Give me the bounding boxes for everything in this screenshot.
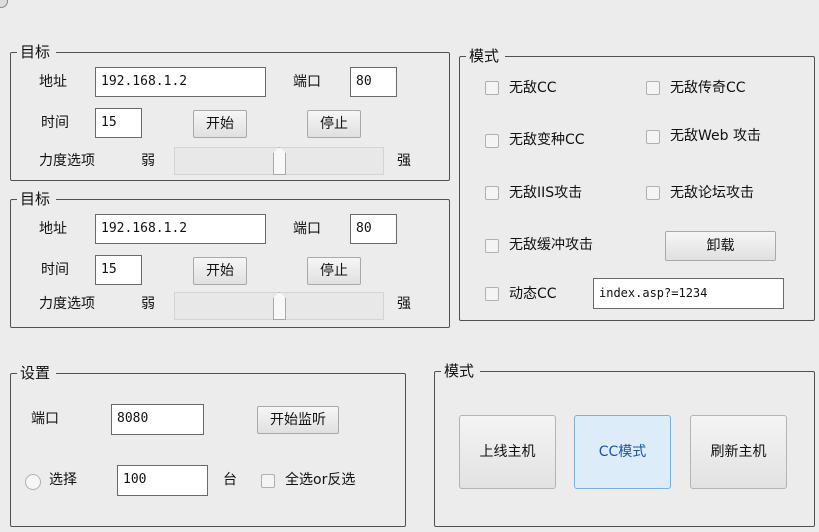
- weak-label: 弱: [141, 153, 155, 169]
- port-input[interactable]: 80: [350, 214, 397, 244]
- unload-button[interactable]: 卸载: [665, 231, 776, 261]
- mode-option-checkbox[interactable]: [485, 239, 499, 253]
- target-group-2: 目标 地址 192.168.1.2 端口 80 时间 15 开始 停止 力度选项…: [10, 189, 450, 328]
- port-label: 端口: [293, 221, 321, 237]
- mode-group-legend: 模式: [466, 46, 506, 66]
- mode-option-label[interactable]: 无敌Web 攻击: [670, 128, 761, 144]
- cc-mode-button[interactable]: CC模式: [574, 415, 671, 489]
- dynamic-cc-label[interactable]: 动态CC: [509, 286, 557, 302]
- refresh-hosts-button[interactable]: 刷新主机: [690, 415, 787, 489]
- mode-option-label[interactable]: 无敌传奇CC: [670, 80, 746, 96]
- mode-option-checkbox[interactable]: [646, 130, 660, 144]
- select-all-checkbox[interactable]: [261, 474, 275, 488]
- dynamic-cc-input[interactable]: index.asp?=1234: [593, 278, 784, 309]
- listen-port-input[interactable]: 8080: [111, 404, 204, 435]
- address-label: 地址: [39, 221, 67, 237]
- window-corner-icon: [0, 0, 8, 8]
- mode-option-label[interactable]: 无敌论坛攻击: [670, 185, 754, 201]
- time-input[interactable]: 15: [95, 108, 142, 138]
- mode-option-checkbox[interactable]: [485, 186, 499, 200]
- select-radio[interactable]: [25, 474, 41, 490]
- strength-label: 力度选项: [39, 296, 95, 312]
- start-button[interactable]: 开始: [193, 257, 247, 285]
- time-label: 时间: [41, 262, 69, 278]
- weak-label: 弱: [141, 296, 155, 312]
- strength-slider-thumb[interactable]: [273, 147, 286, 175]
- select-all-label[interactable]: 全选or反选: [285, 472, 356, 488]
- mode-option-checkbox[interactable]: [485, 81, 499, 95]
- target-group-1: 目标 地址 192.168.1.2 端口 80 时间 15 开始 停止 力度选项…: [10, 42, 450, 181]
- strength-label: 力度选项: [39, 153, 95, 169]
- time-label: 时间: [41, 115, 69, 131]
- stop-button[interactable]: 停止: [307, 110, 361, 138]
- settings-group: 设置 端口 8080 开始监听 选择 100 台 全选or反选: [10, 363, 406, 527]
- strength-slider-thumb[interactable]: [273, 292, 286, 320]
- mode-option-checkbox[interactable]: [646, 186, 660, 200]
- mode-option-checkbox[interactable]: [646, 81, 660, 95]
- strong-label: 强: [397, 153, 411, 169]
- start-listen-button[interactable]: 开始监听: [257, 406, 339, 434]
- time-input[interactable]: 15: [95, 255, 142, 285]
- address-input[interactable]: 192.168.1.2: [95, 67, 266, 97]
- select-count-input[interactable]: 100: [117, 465, 208, 496]
- port-input[interactable]: 80: [350, 67, 397, 97]
- select-label[interactable]: 选择: [49, 472, 77, 488]
- mode-option-label[interactable]: 无敌CC: [509, 80, 557, 96]
- mode-option-label[interactable]: 无敌IIS攻击: [509, 185, 583, 201]
- online-hosts-button[interactable]: 上线主机: [459, 415, 556, 489]
- stop-button[interactable]: 停止: [307, 257, 361, 285]
- mode-buttons-legend: 模式: [441, 361, 481, 381]
- start-button[interactable]: 开始: [193, 110, 247, 138]
- listen-port-label: 端口: [31, 411, 59, 427]
- address-label: 地址: [39, 74, 67, 90]
- port-label: 端口: [293, 74, 321, 90]
- settings-group-legend: 设置: [17, 363, 57, 383]
- unit-label: 台: [223, 472, 237, 488]
- dynamic-cc-checkbox[interactable]: [485, 287, 499, 301]
- strength-slider[interactable]: [174, 292, 384, 320]
- strength-slider[interactable]: [174, 147, 384, 175]
- mode-option-label[interactable]: 无敌缓冲攻击: [509, 237, 593, 253]
- strong-label: 强: [397, 296, 411, 312]
- mode-option-label[interactable]: 无敌变种CC: [509, 132, 585, 148]
- target-group-1-legend: 目标: [17, 42, 57, 62]
- mode-option-checkbox[interactable]: [485, 134, 499, 148]
- target-group-2-legend: 目标: [17, 189, 57, 209]
- mode-group: 模式 无敌CC 无敌传奇CC 无敌变种CC 无敌Web 攻击 无敌IIS攻击 无…: [459, 46, 815, 321]
- mode-buttons-group: 模式 上线主机 CC模式 刷新主机: [434, 361, 815, 527]
- address-input[interactable]: 192.168.1.2: [95, 214, 266, 244]
